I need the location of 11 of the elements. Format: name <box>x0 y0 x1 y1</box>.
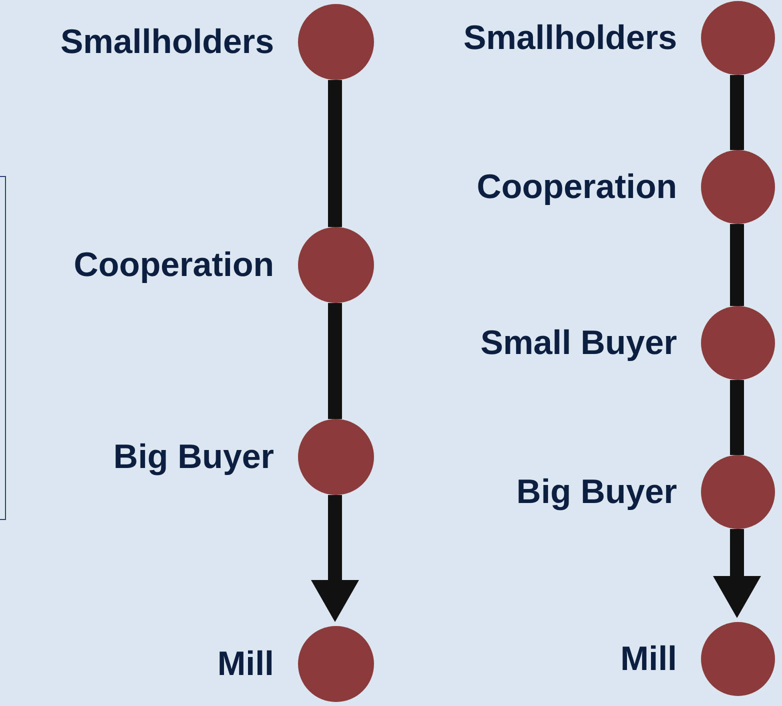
stage-label: Mill <box>217 644 274 684</box>
stage-label: Mill <box>620 638 677 680</box>
stage-label: Big Buyer <box>516 472 677 512</box>
stage-label: Cooperation <box>74 244 274 286</box>
arrow <box>713 529 761 618</box>
arrow <box>311 495 359 622</box>
stage-label: Small Buyer <box>480 322 677 364</box>
stage-label: Big Buyer <box>113 436 274 478</box>
stage-label: Smallholders <box>60 22 274 62</box>
stage-label: Smallholders <box>463 18 677 58</box>
stage-label: Cooperation <box>476 166 677 208</box>
